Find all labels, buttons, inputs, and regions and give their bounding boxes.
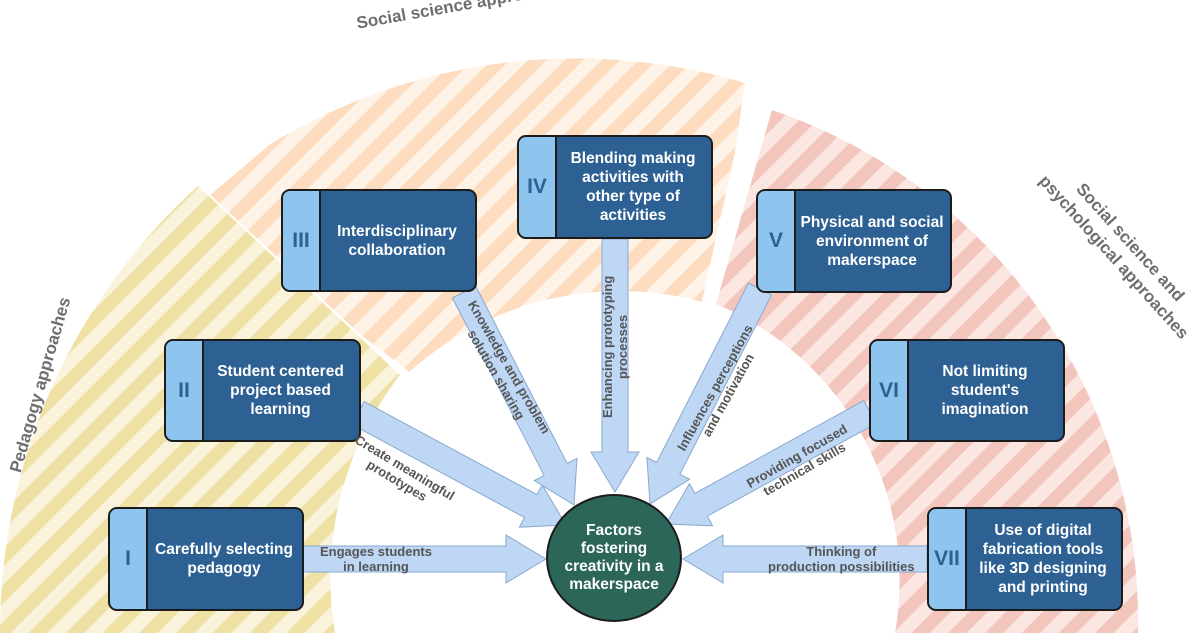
factor-text-7: Use of digital fabrication tools like 3D… [979, 522, 1107, 596]
factor-numeral-1: I [110, 509, 148, 609]
arrow-3 [451, 285, 578, 506]
center-text: Factors fostering creativity in a makers… [564, 522, 664, 593]
factor-numeral-2: II [166, 341, 204, 440]
factor-text-5: Physical and social environment of maker… [800, 213, 944, 269]
factor-box-5: V Physical and social environment of mak… [756, 189, 952, 293]
factor-box-6: VI Not limiting student's imagination [869, 339, 1065, 442]
factor-text-4: Blending making activities with other ty… [570, 150, 696, 224]
arrow-5 [646, 282, 773, 505]
factor-box-7: VII Use of digital fabrication tools lik… [927, 507, 1123, 611]
factor-numeral-3: III [283, 191, 321, 290]
factor-numeral-5: V [758, 191, 796, 291]
factor-text-6: Not limiting student's imagination [941, 363, 1029, 418]
arrow-4 [590, 238, 640, 493]
arrow-7 [682, 534, 928, 584]
factor-text-1: Carefully selecting pedagogy [155, 541, 293, 577]
factor-box-4: IV Blending making activities with other… [517, 135, 713, 239]
arrow-label-4: Enhancing prototyping processes [600, 276, 630, 418]
arrow-label-4-line2: processes [615, 314, 630, 380]
arrow-label-1-line2: in learning [343, 559, 409, 574]
arrow-2 [351, 400, 567, 528]
factor-box-2: II Student centered project based learni… [164, 339, 361, 442]
factor-numeral-6: VI [871, 341, 909, 440]
arrow-1 [302, 534, 547, 584]
factor-numeral-7: VII [929, 509, 967, 609]
arrow-layer [302, 238, 928, 584]
arrow-label-7: Thinking of production possibilities [768, 544, 915, 574]
factor-numeral-4: IV [519, 137, 557, 237]
arrow-label-4-line1: Enhancing prototyping [600, 275, 615, 418]
factor-box-3: III Interdisciplinary collaboration [281, 189, 477, 292]
factor-box-1: I Carefully selecting pedagogy [108, 507, 304, 611]
arrow-label-1: Engages students in learning [320, 544, 432, 574]
arrow-6 [665, 399, 877, 527]
factor-text-3: Interdisciplinary collaboration [337, 222, 457, 259]
arrow-label-7-line1: Thinking of [806, 544, 877, 559]
center-circle: Factors fostering creativity in a makers… [546, 494, 682, 622]
arrow-label-7-line2: production possibilities [768, 559, 915, 574]
factor-text-2: Student centered project based learning [217, 363, 344, 418]
arrow-label-1-line1: Engages students [320, 544, 432, 559]
